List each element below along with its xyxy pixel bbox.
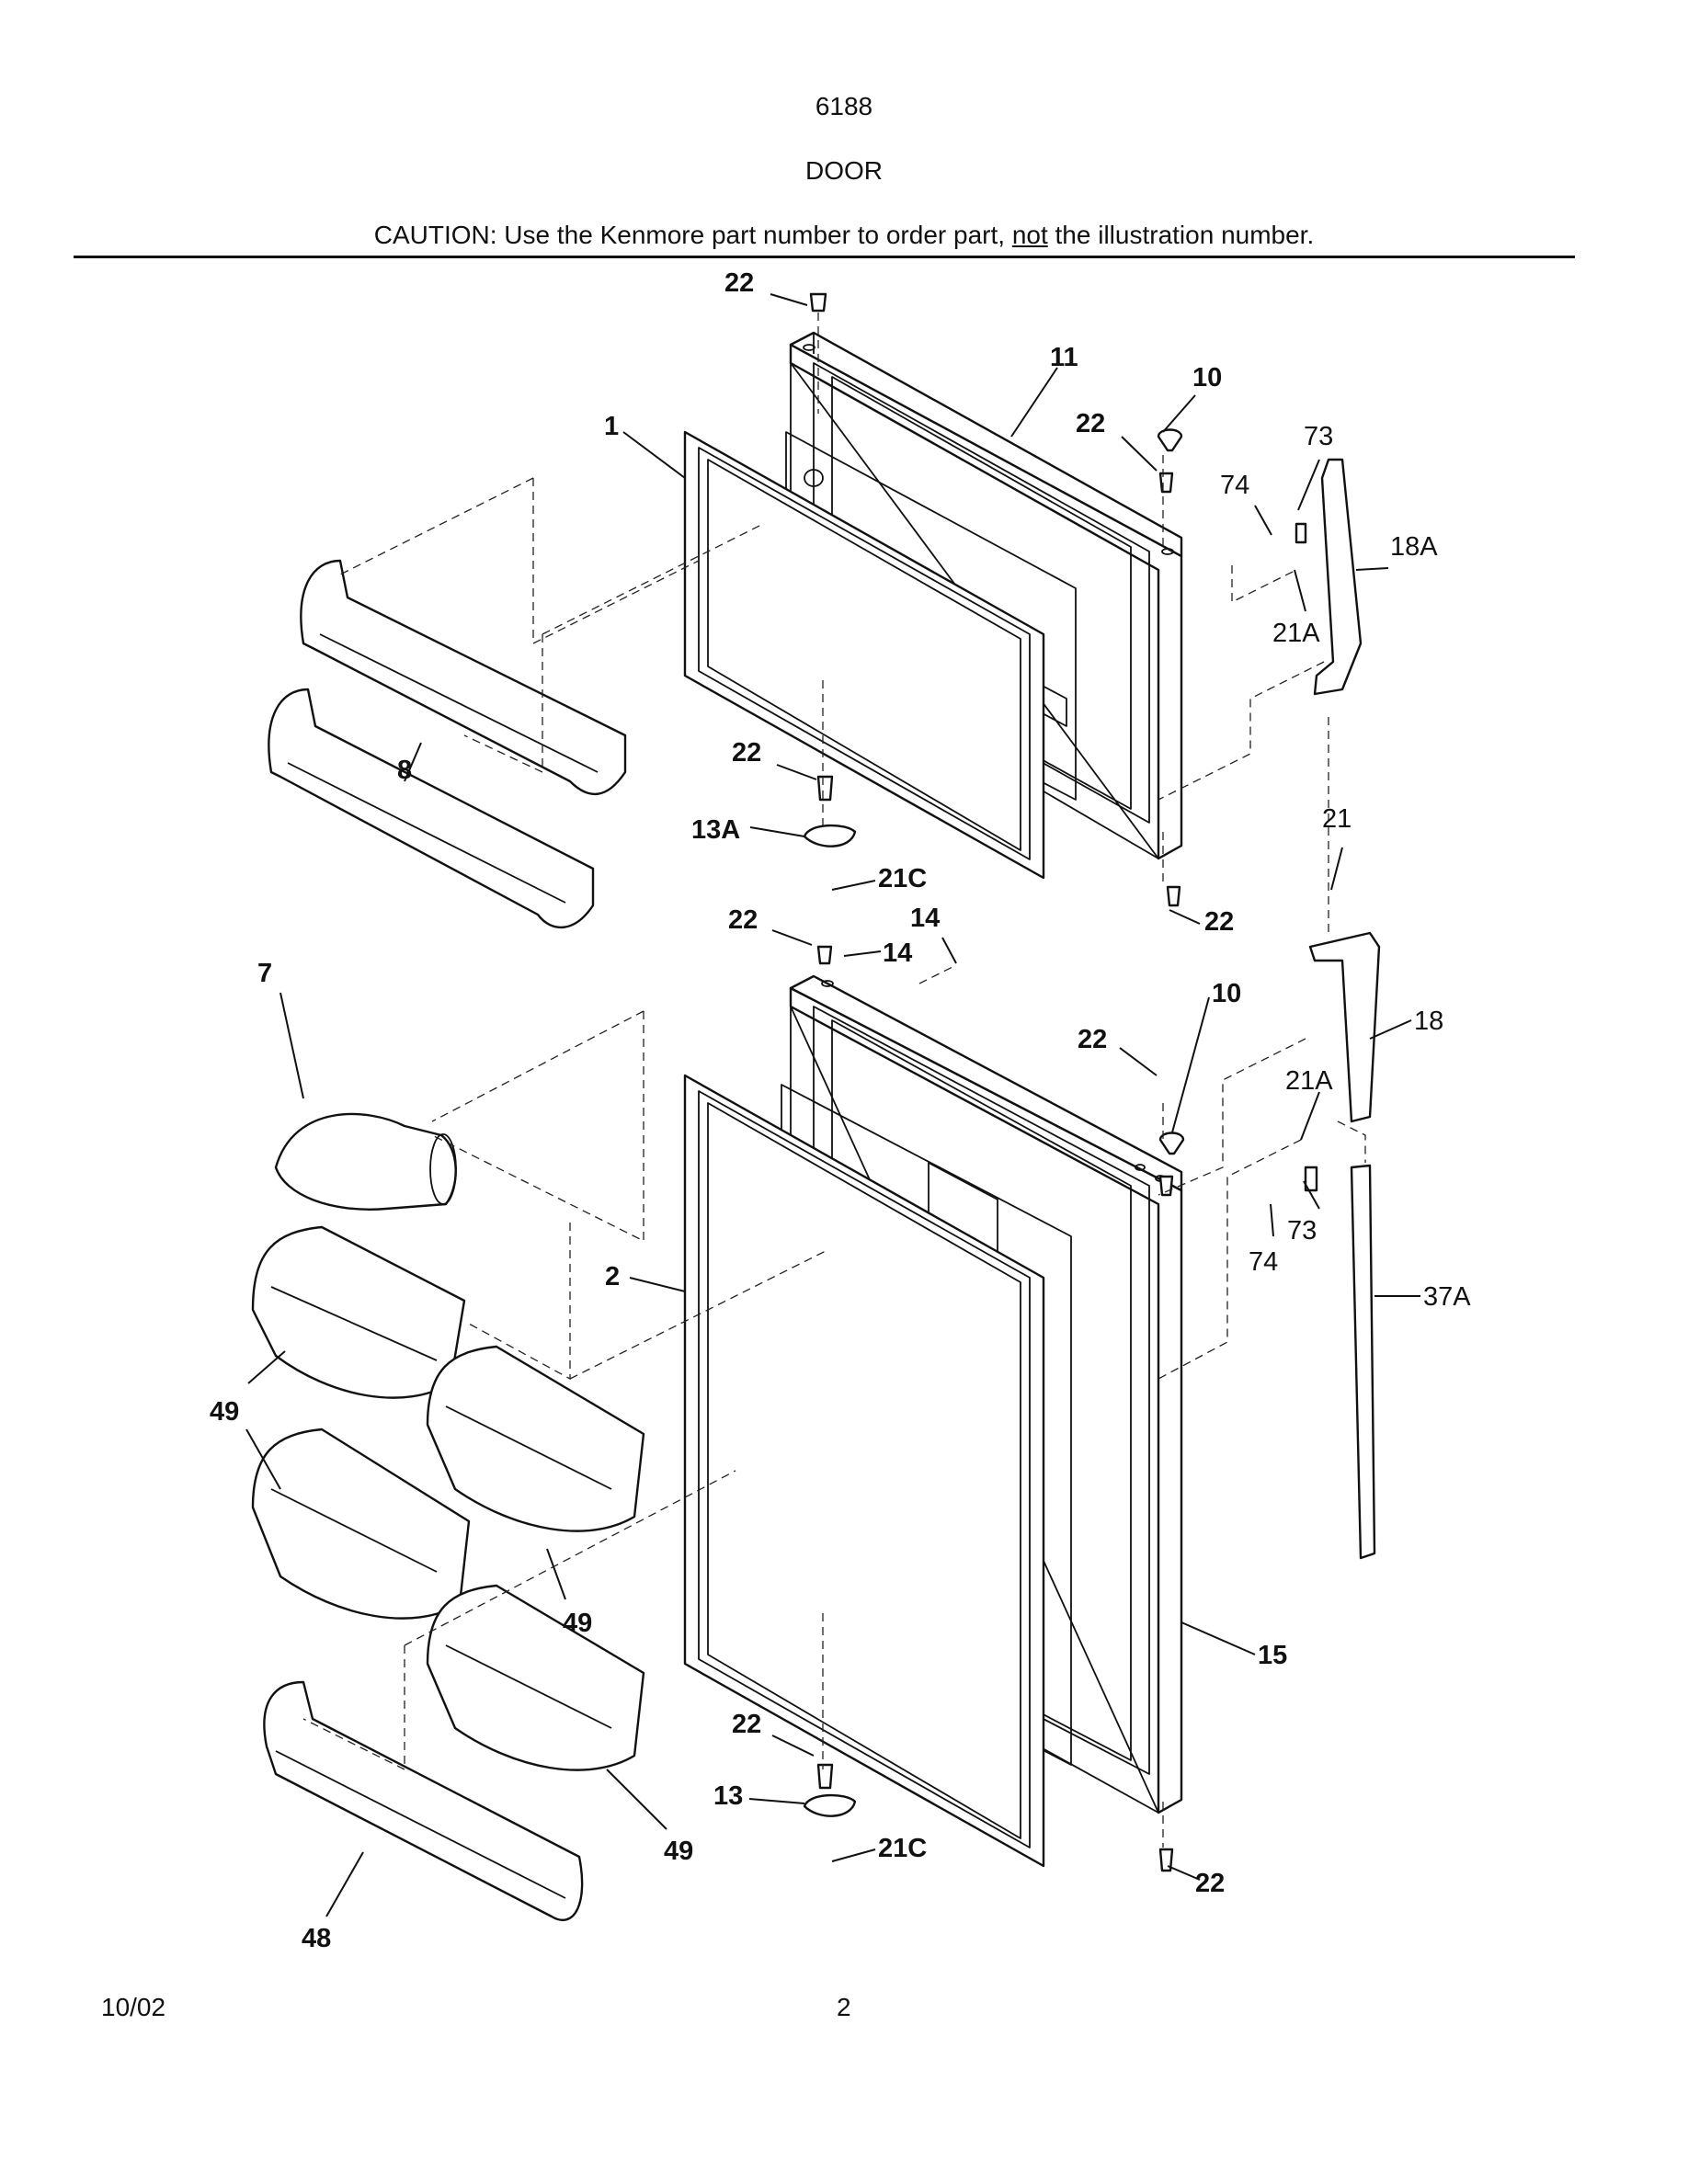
callout-22-lower-top: 22 xyxy=(728,905,758,935)
callout-18A: 18A xyxy=(1390,532,1438,562)
callout-7: 7 xyxy=(257,959,272,988)
door-shelf-8-lower xyxy=(268,688,595,928)
assembly-lines xyxy=(302,313,1366,1848)
dairy-cover-7 xyxy=(274,1112,457,1211)
door-shelf-48 xyxy=(263,1680,584,1922)
door-bin-49-a xyxy=(251,1225,466,1399)
callout-48: 48 xyxy=(302,1924,331,1953)
caution-text-start: CAUTION: Use the Kenmore part number to … xyxy=(373,221,1012,249)
callout-73-lower: 73 xyxy=(1287,1216,1317,1246)
callout-14-a: 14 xyxy=(910,904,940,933)
callout-21C-lower: 21C xyxy=(878,1834,927,1863)
callout-15: 15 xyxy=(1258,1641,1287,1670)
door-bin-49-d xyxy=(426,1584,645,1771)
fresh-food-gasket-2 xyxy=(683,1074,1045,1868)
callout-1: 1 xyxy=(604,412,619,441)
callout-21A-upper: 21A xyxy=(1272,619,1320,648)
freezer-gasket-1 xyxy=(683,430,1045,880)
callout-21: 21 xyxy=(1322,804,1352,834)
callout-74-upper: 74 xyxy=(1220,471,1249,500)
door-bin-49-c xyxy=(251,1428,471,1620)
revision-date: 10/02 xyxy=(101,1993,166,2021)
callout-22-mid-right: 22 xyxy=(1204,907,1234,937)
callout-10-upper: 10 xyxy=(1192,363,1222,392)
callout-73-upper: 73 xyxy=(1304,422,1333,451)
door-shelf-8-upper xyxy=(300,559,627,795)
small-hardware xyxy=(809,292,1318,1872)
hinge-18 xyxy=(1308,931,1381,1123)
callout-22-hinge-lower: 22 xyxy=(1078,1025,1107,1054)
caution-note: CAUTION: Use the Kenmore part number to … xyxy=(0,221,1688,250)
callout-22-hinge-upper: 22 xyxy=(1076,409,1105,438)
header-rule xyxy=(74,256,1575,258)
callout-49-a: 49 xyxy=(210,1397,239,1427)
model-number: 6188 xyxy=(815,92,873,120)
hinge-18A xyxy=(1313,458,1363,696)
callout-22-bottom-left: 22 xyxy=(732,1710,761,1739)
callout-8: 8 xyxy=(397,756,412,785)
callout-21A-lower: 21A xyxy=(1285,1066,1333,1096)
leader-lines xyxy=(245,293,1420,1917)
callout-18: 18 xyxy=(1414,1007,1443,1036)
callout-10-lower: 10 xyxy=(1212,979,1241,1008)
callout-49-b: 49 xyxy=(563,1609,592,1638)
callout-22-bottom-right: 22 xyxy=(1195,1869,1225,1898)
callout-74-lower: 74 xyxy=(1249,1247,1278,1277)
callout-13: 13 xyxy=(713,1781,743,1811)
hinge-trim-37A xyxy=(1350,1164,1376,1560)
callout-21C-upper: 21C xyxy=(878,864,927,893)
caution-text-end: the illustration number. xyxy=(1047,221,1315,249)
callout-14-b: 14 xyxy=(883,938,912,968)
callout-22-top: 22 xyxy=(724,268,754,298)
caution-text-underlined: not xyxy=(1011,221,1048,249)
page-number: 2 xyxy=(837,1993,851,2021)
bearing-13A xyxy=(803,824,857,847)
bearing-13 xyxy=(803,1793,857,1817)
callout-22-mid-left: 22 xyxy=(732,738,761,768)
callout-2: 2 xyxy=(605,1262,620,1291)
door-bin-49-b xyxy=(426,1345,645,1532)
callout-49-c: 49 xyxy=(664,1837,693,1866)
callout-13A: 13A xyxy=(691,815,740,845)
callout-37A: 37A xyxy=(1423,1282,1471,1312)
callout-11: 11 xyxy=(1050,343,1078,372)
callout-labels: 22 11 10 22 1 73 74 18A 21A 8 22 13A 21C… xyxy=(210,268,1471,1953)
page-title: DOOR xyxy=(805,156,883,185)
